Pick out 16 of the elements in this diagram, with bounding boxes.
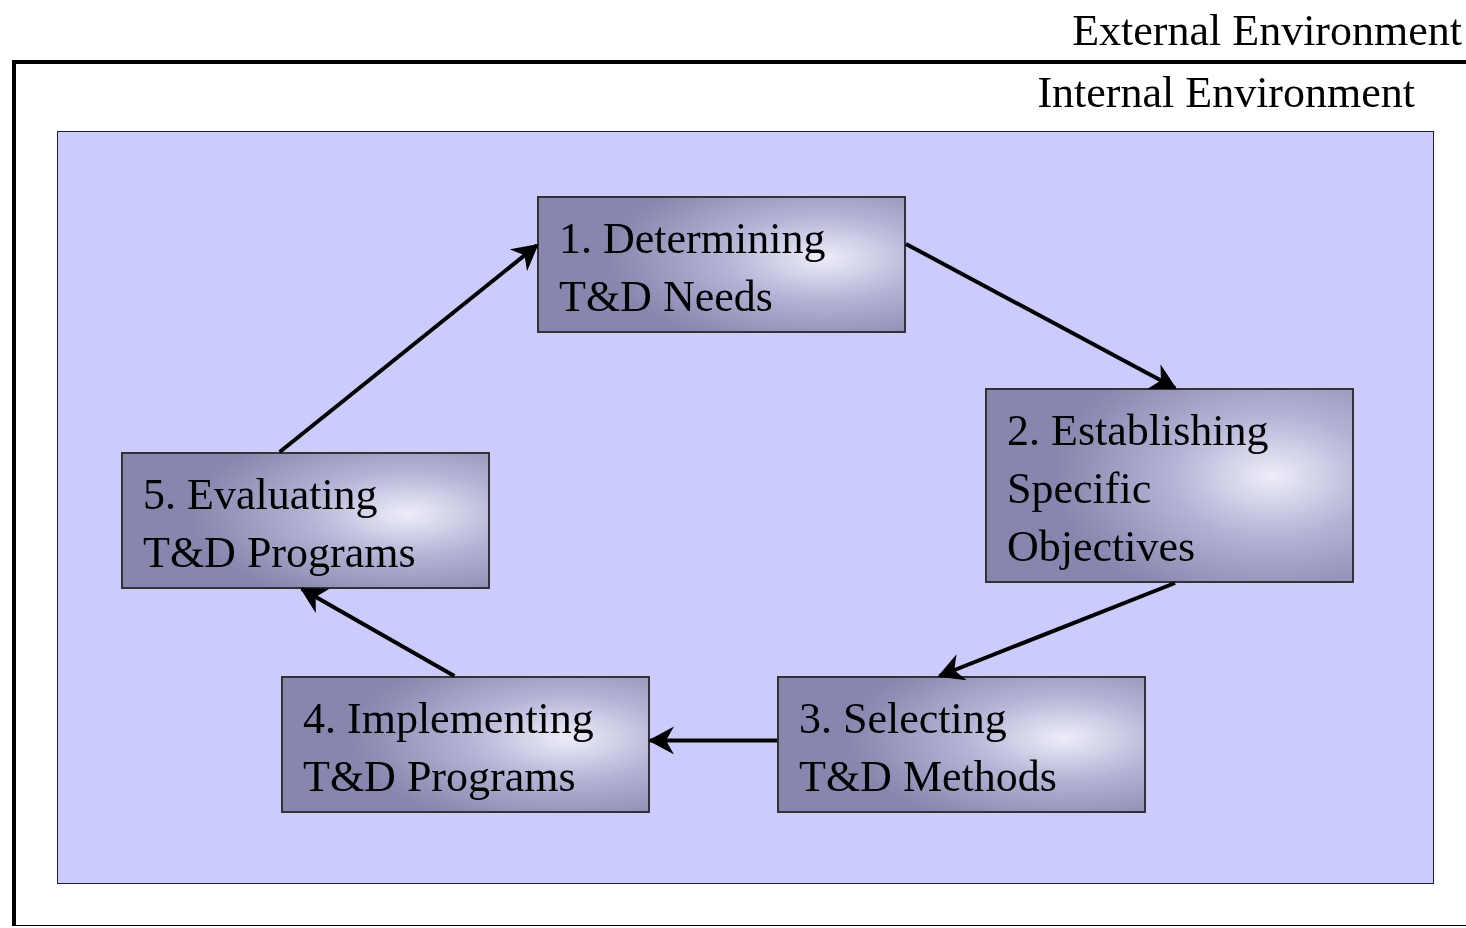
arrow bbox=[937, 581, 1176, 681]
arrow bbox=[300, 587, 456, 678]
process-box bbox=[985, 388, 1354, 583]
step-label: 1. Determining T&D Needs bbox=[558, 213, 827, 323]
process-box bbox=[777, 676, 1146, 813]
step-label: 3. Selecting T&D Methods bbox=[798, 693, 1058, 803]
step-label: 5. Evaluating T&D Programs bbox=[142, 469, 417, 579]
process-box bbox=[281, 676, 650, 813]
environment-heading: Internal Environment bbox=[1037, 68, 1415, 118]
process-box bbox=[537, 196, 906, 333]
environment-heading: External Environment bbox=[1072, 6, 1462, 56]
arrow bbox=[278, 243, 539, 454]
arrow bbox=[905, 242, 1177, 390]
step-label: 4. Implementing T&D Programs bbox=[302, 693, 595, 803]
process-box bbox=[121, 452, 490, 589]
step-label: 2. Establishing Specific Objectives bbox=[1006, 405, 1270, 573]
